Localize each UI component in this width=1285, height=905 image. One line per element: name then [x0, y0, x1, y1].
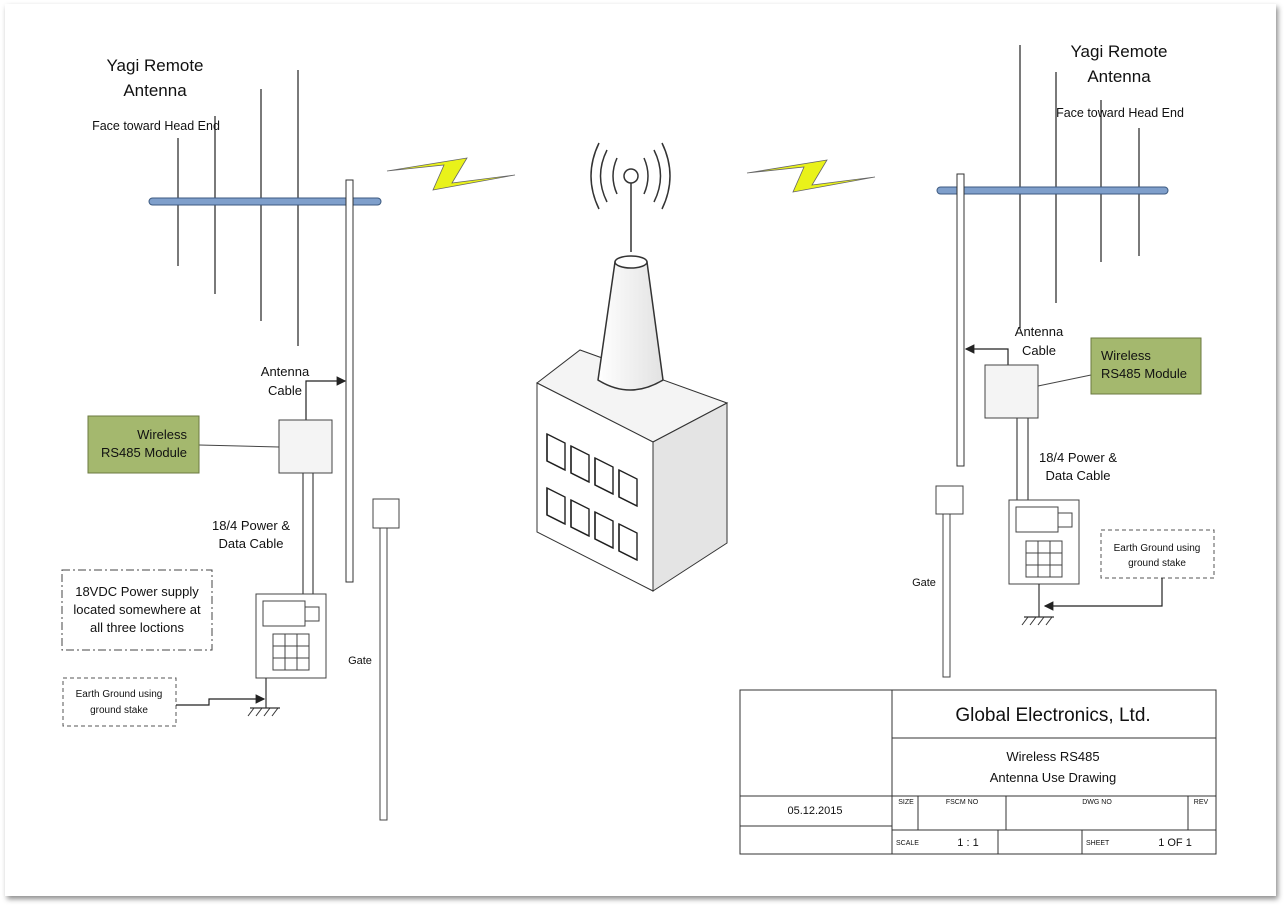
right-antenna-boom — [936, 186, 1169, 195]
right-ground-note — [1100, 529, 1215, 579]
left-ground-note — [62, 677, 177, 727]
scale-label: SCALE — [896, 840, 919, 847]
right-module-callout — [1090, 337, 1202, 395]
sheet-label: SHEET — [1086, 840, 1110, 847]
left-antenna-cable — [305, 376, 347, 420]
right-keypad-unit — [1008, 499, 1080, 585]
left-lightning-bolt — [386, 157, 516, 191]
left-module-callout — [87, 415, 200, 474]
left-ground-label-1: Earth Ground using — [76, 689, 163, 700]
right-ground-label-1: Earth Ground using — [1114, 543, 1201, 554]
right-lightning-bolt — [746, 159, 876, 193]
left-power-cable-label-2: Data Cable — [218, 536, 283, 551]
right-ground-label-2: ground stake — [1128, 558, 1186, 569]
right-antenna-mast — [956, 173, 965, 467]
sheet-value: 1 OF 1 — [1158, 837, 1192, 849]
right-antenna-cable-label-2: Cable — [1022, 343, 1056, 358]
title-block — [739, 689, 1217, 855]
size-label: SIZE — [898, 799, 914, 806]
left-radio-box — [278, 419, 333, 474]
left-antenna-title-1: Yagi Remote — [106, 56, 203, 75]
left-ground-label-2: ground stake — [90, 705, 148, 716]
right-gate-label: Gate — [912, 577, 936, 589]
left-antenna-cable-label-2: Cable — [268, 383, 302, 398]
left-face-note: Face toward Head End — [92, 119, 220, 133]
head-end-building — [536, 255, 729, 592]
company-name: Global Electronics, Ltd. — [955, 705, 1150, 726]
scale-value: 1 : 1 — [957, 837, 978, 849]
left-antenna-cable-label-1: Antenna — [261, 364, 310, 379]
drawing-title-1: Wireless RS485 — [1006, 749, 1099, 764]
right-antenna-cable — [964, 344, 1009, 365]
right-ground-symbol — [1021, 584, 1054, 626]
left-antenna-boom — [148, 197, 382, 206]
left-power-supply-2: located somewhere at — [73, 602, 201, 617]
left-power-supply-3: all three loctions — [90, 620, 184, 635]
left-power-cable-label-1: 18/4 Power & — [212, 518, 290, 533]
left-antenna-mast — [345, 179, 354, 583]
rev-label: REV — [1194, 799, 1209, 806]
drawing-title-2: Antenna Use Drawing — [990, 770, 1116, 785]
right-antenna-cable-label-1: Antenna — [1015, 324, 1064, 339]
left-power-supply-note — [61, 569, 213, 651]
right-antenna-title-2: Antenna — [1087, 67, 1151, 86]
right-module-label-1: Wireless — [1101, 348, 1151, 363]
dwg-label: DWG NO — [1082, 799, 1112, 806]
left-power-supply-1: 18VDC Power supply — [75, 584, 199, 599]
right-yagi-antenna — [936, 45, 1169, 328]
left-keypad-unit — [255, 593, 327, 679]
drawing-date: 05.12.2015 — [787, 805, 842, 817]
right-antenna-title-1: Yagi Remote — [1070, 42, 1167, 61]
head-end-radio-waves — [590, 142, 671, 252]
right-power-cable-label-2: Data Cable — [1045, 468, 1110, 483]
right-radio-box — [984, 364, 1039, 419]
fscm-label: FSCM NO — [946, 799, 979, 806]
right-module-label-2: RS485 Module — [1101, 366, 1187, 381]
left-module-label-2: RS485 Module — [101, 445, 187, 460]
right-power-cable-label-1: 18/4 Power & — [1039, 450, 1117, 465]
right-gate-post — [935, 485, 964, 678]
right-face-note: Face toward Head End — [1056, 106, 1184, 120]
left-gate-post — [372, 498, 400, 821]
left-ground-symbol — [247, 678, 280, 717]
left-gate-label: Gate — [348, 655, 372, 667]
left-antenna-title-2: Antenna — [123, 81, 187, 100]
left-yagi-antenna — [148, 70, 382, 346]
left-module-label-1: Wireless — [137, 427, 187, 442]
